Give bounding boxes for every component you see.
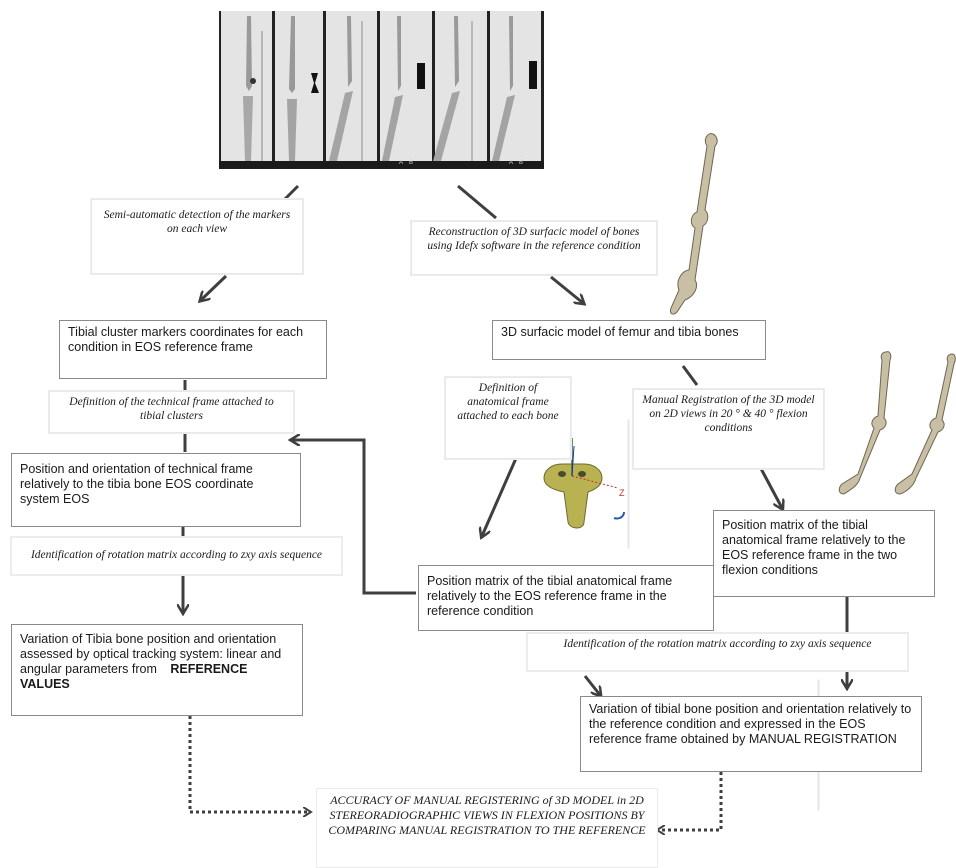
arrow [756,462,782,508]
arrow [583,675,600,695]
label-semi-automatic-detection: Semi-automatic detection of the markers … [91,199,303,274]
box-position-matrix-flexion: Position matrix of the tibial anatomical… [713,510,935,597]
box-accuracy-conclusion: ACCURACY OF MANUAL REGISTERING of 3D MOD… [317,789,657,867]
arrow [482,455,519,536]
xray-panel-label: B [409,160,414,166]
label-rotation-matrix-right: Identification of the rotation matrix ac… [527,633,908,671]
xray-image [219,11,544,169]
z-axis-label: Z [619,488,625,498]
box-variation-manual-registration: Variation of tibial bone position and or… [580,696,922,772]
label-technical-frame-definition: Definition of the technical frame attach… [49,391,294,433]
variation-optical-text: Variation of Tibia bone position and ori… [20,632,282,676]
xray-panel-label: B [519,160,524,166]
arrow [550,275,583,303]
xray-panel-labels: A B A B [219,160,544,169]
label-anatomical-frame-definition: Definition of anatomical frame attached … [445,377,571,459]
label-reconstruction: Reconstruction of 3D surfacic model of b… [411,221,657,275]
femur-tibia-model-image [670,133,718,315]
box-technical-frame-position: Position and orientation of technical fr… [11,453,301,527]
box-surfacic-model: 3D surfacic model of femur and tibia bon… [492,320,766,360]
arrow [201,274,228,300]
xray-strip: A B A B [219,11,544,169]
dotted-arrow [658,772,723,830]
box-variation-optical-tracking: Variation of Tibia bone position and ori… [11,624,303,716]
arrow [681,365,699,386]
bone-model-flexion-image [838,351,956,495]
box-tibial-cluster-markers: Tibial cluster markers coordinates for e… [59,320,327,379]
xray-panel-label: A [399,160,404,166]
xray-panel-label: A [509,160,514,166]
dotted-arrow [188,716,310,812]
label-manual-registration: Manual Registration of the 3D model on 2… [633,389,824,469]
arrow [457,184,497,220]
reference-values-text: REFERENCE VALUES [20,662,248,691]
label-rotation-matrix-left: Identification of rotation matrix accord… [11,537,342,575]
box-position-matrix-reference: Position matrix of the tibial anatomical… [418,565,714,631]
